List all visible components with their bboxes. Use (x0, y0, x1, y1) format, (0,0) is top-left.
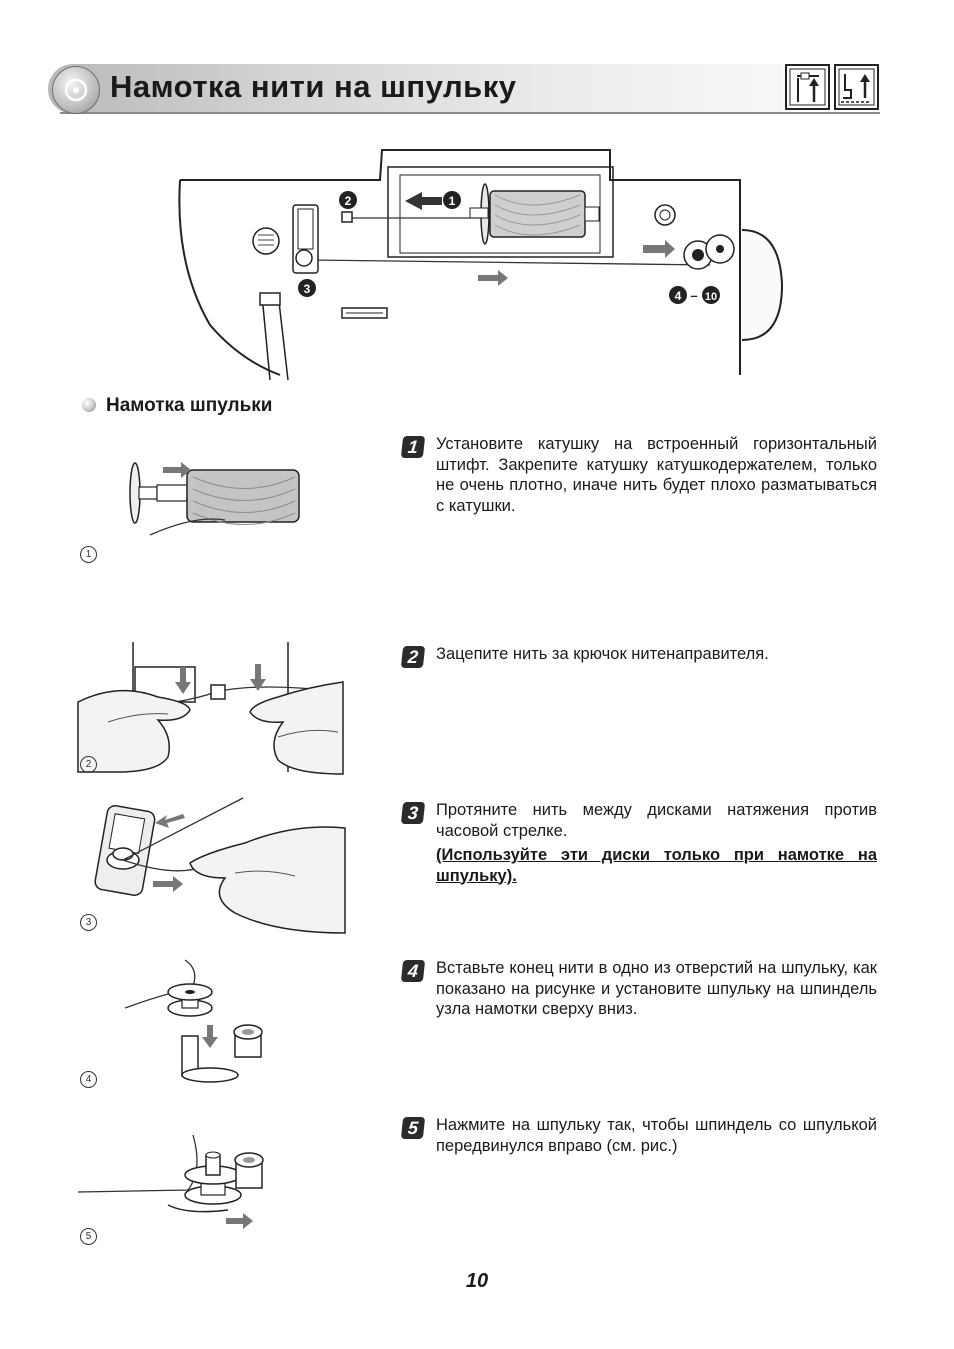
step-number-1: 1 (400, 436, 426, 458)
step-3-note: (Используйте эти диски только при намотк… (436, 846, 877, 885)
page-number: 10 (465, 1270, 489, 1292)
figure-label-2: 2 (80, 756, 97, 773)
step-4-figure (124, 959, 263, 1083)
step-2-instruction: Зацепите нить за крючок нитенаправителя. (436, 645, 769, 663)
callout-4: 4 (675, 289, 682, 303)
figure-label-3: 3 (80, 914, 97, 931)
step-number-5: 5 (400, 1117, 426, 1139)
sewing-machine-top-figure: 2 1 3 4 – 10 (178, 149, 784, 381)
figure-label-1: 1 (80, 546, 97, 563)
step-number-2: 2 (400, 646, 426, 668)
step-4-instruction: Вставьте конец нити в одно из отверстий … (436, 959, 877, 1018)
callout-2: 2 (345, 194, 352, 208)
section-title: Намотка шпульки (106, 395, 273, 416)
step-2-text: Зацепите нить за крючок нитенаправителя. (436, 644, 877, 665)
step-number-4: 4 (400, 960, 426, 982)
figure-label-5: 5 (80, 1228, 97, 1245)
callout-1: 1 (449, 194, 456, 208)
step-4-text: Вставьте конец нити в одно из отверстий … (436, 958, 877, 1020)
step-5-text: Нажмите на шпульку так, чтобы шпиндель с… (436, 1115, 877, 1156)
bobbin-icon (52, 66, 100, 114)
step-5-instruction: Нажмите на шпульку так, чтобы шпиндель с… (436, 1116, 877, 1155)
needle-mode-icon (785, 64, 879, 110)
step-3-instruction: Протяните нить между дисками натяжения п… (436, 801, 877, 840)
title-bar (48, 64, 783, 114)
callout-10: 10 (705, 291, 717, 303)
step-1-instruction: Установите катушку на встроенный горизон… (436, 435, 877, 515)
step-3-figure (94, 797, 346, 934)
step-1-figure (129, 462, 300, 536)
step-3-text: Протяните нить между дисками натяжения п… (436, 800, 877, 886)
step-5-figure (77, 1134, 264, 1229)
step-number-3: 3 (400, 802, 426, 824)
step-2-figure (77, 642, 344, 775)
page-title: Намотка нити на шпульку (110, 69, 517, 104)
callout-3: 3 (304, 282, 311, 296)
title-underline (60, 112, 880, 114)
step-1-text: Установите катушку на встроенный горизон… (436, 434, 877, 516)
section-bullet-icon (82, 398, 96, 412)
callout-range-dash: – (690, 288, 697, 303)
figure-label-4: 4 (80, 1071, 97, 1088)
mode-icons (785, 64, 880, 117)
